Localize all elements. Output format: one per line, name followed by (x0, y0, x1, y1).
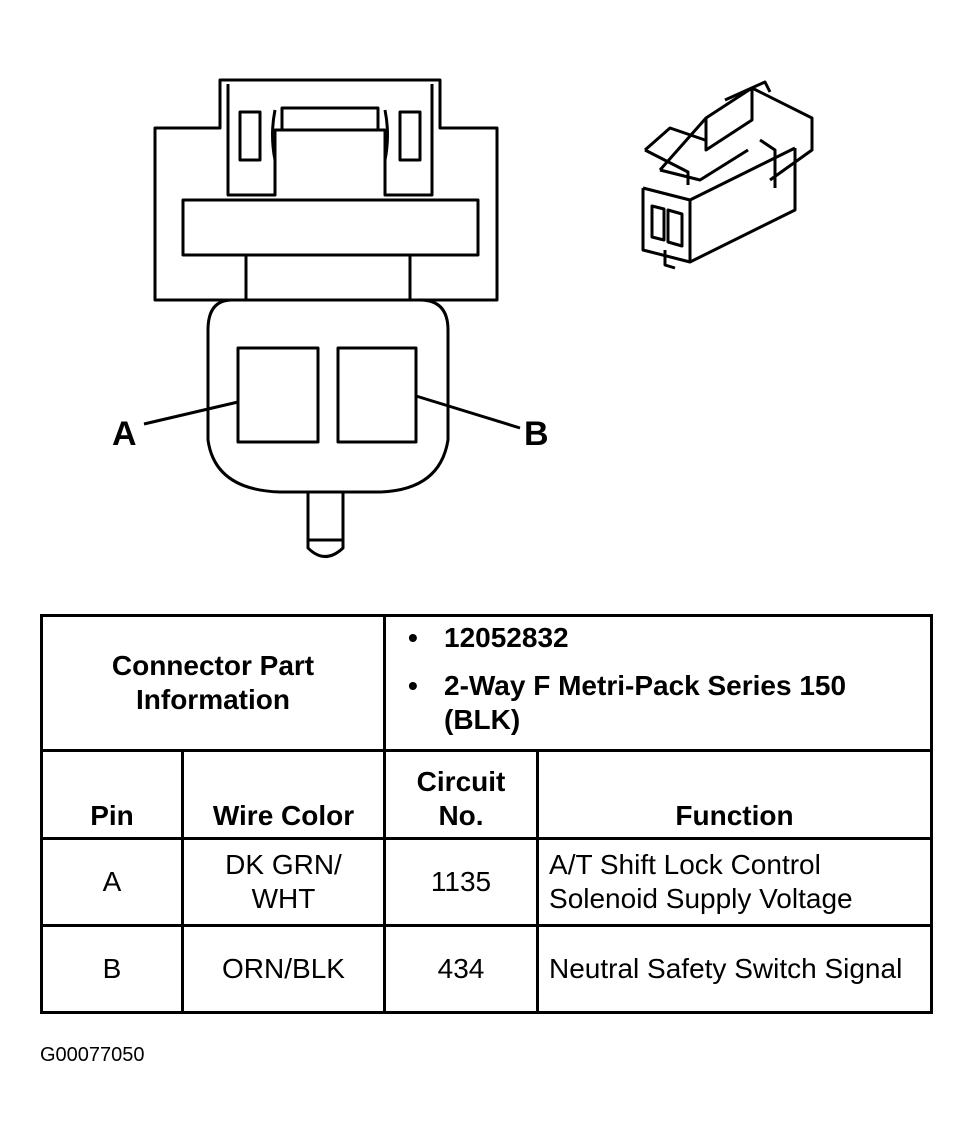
connector-bar (181, 198, 480, 257)
pin-b-leader (415, 394, 521, 430)
pin-a-leader (143, 400, 239, 426)
part-number: 12052832 (408, 621, 920, 655)
function-cell: Neutral Safety Switch Signal (536, 924, 934, 1014)
wire-color-cell: DK GRN/ WHT (180, 837, 387, 927)
table-row: B ORN/BLK 434 Neutral Safety Switch Sign… (40, 924, 934, 1014)
wire-color-cell: ORN/BLK (180, 924, 387, 1014)
part-info-row: Connector Part Information 12052832 2-Wa… (39, 614, 934, 752)
column-header-wire-color: Wire Color (180, 749, 387, 840)
pin-a-label: A (112, 415, 137, 453)
circuit-cell: 1135 (383, 837, 540, 927)
circuit-cell: 434 (383, 924, 540, 1014)
part-info-list: 12052832 2-Way F Metri-Pack Series 150 (… (396, 621, 920, 737)
figure-id: G00077050 (40, 1044, 145, 1066)
part-info-header: Connector Part Information (39, 614, 387, 752)
connector-body (206, 298, 450, 494)
column-header-pin: Pin (40, 749, 184, 840)
locating-peg (306, 492, 345, 558)
pin-b-label: B (524, 415, 549, 453)
connector-info-table: Connector Part Information 12052832 2-Wa… (39, 614, 934, 1014)
connector-diagram (143, 78, 814, 558)
column-header-circuit: Circuit No. (383, 749, 540, 840)
column-header-row: Pin Wire Color Circuit No. Function (40, 749, 934, 840)
terminal-cavity-b (336, 346, 418, 444)
table-row: A DK GRN/ WHT 1135 A/T Shift Lock Contro… (40, 837, 934, 927)
function-cell: A/T Shift Lock Control Solenoid Supply V… (536, 837, 934, 927)
column-header-function: Function (536, 749, 934, 840)
pin-cell: B (40, 924, 184, 1014)
part-description: 2-Way F Metri-Pack Series 150 (BLK) (408, 669, 920, 737)
connector-housing (153, 78, 499, 302)
connector-isometric-view (641, 80, 814, 270)
pin-cell: A (40, 837, 184, 927)
part-info-details: 12052832 2-Way F Metri-Pack Series 150 (… (383, 614, 934, 752)
terminal-cavity-a (236, 346, 320, 444)
